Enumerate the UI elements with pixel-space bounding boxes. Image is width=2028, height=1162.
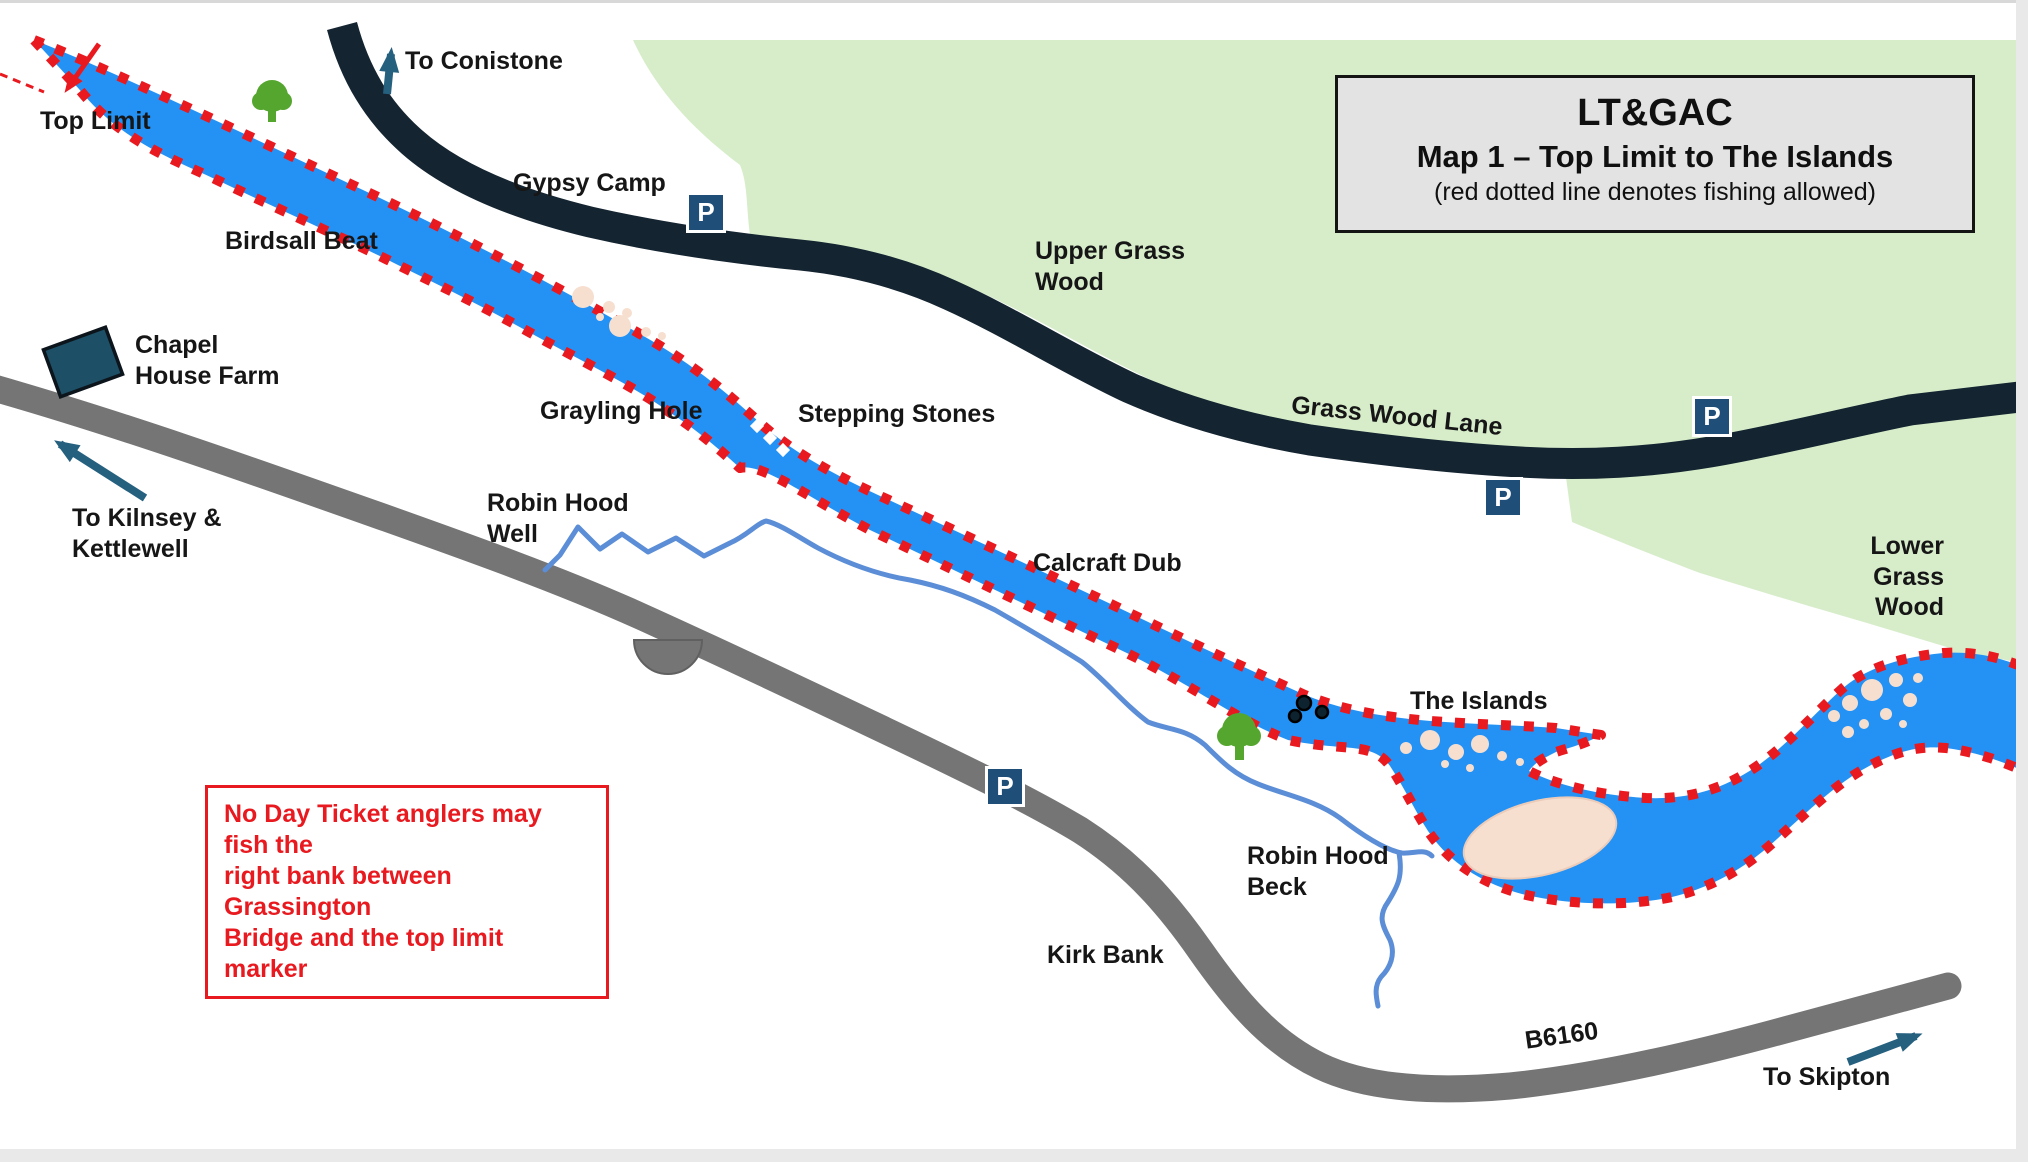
to-kilnsey-arrow [54,440,148,502]
stepping-stones-icon [749,418,791,458]
label-calcraft-dub: Calcraft Dub [1033,549,1182,577]
parking-kirk-bank-icon: P [985,766,1025,807]
beck-branch-stream [1373,850,1403,1009]
chapel-house-farm-building [41,324,125,400]
label-the-islands: The Islands [1410,687,1548,715]
label-stepping-stones: Stepping Stones [798,400,996,428]
label-to-skipton: To Skipton [1763,1063,1891,1091]
label-robin-hood-beck: Robin Hood Beck [1247,842,1389,901]
label-grayling-hole: Grayling Hole [540,397,703,425]
label-upper-grass-wood: Upper Grass Wood [1035,237,1186,296]
map-title: Map 1 – Top Limit to The Islands [1416,139,1894,174]
title-box: LT&GAC Map 1 – Top Limit to The Islands … [1335,75,1975,233]
to-skipton-arrow [1846,1032,1923,1066]
day-ticket-note: No Day Ticket anglers may fish the right… [205,785,609,999]
label-birdsall-beat: Birdsall Beat [225,227,378,255]
tree-icon [1217,713,1261,760]
b6160-road [0,375,1962,1103]
gravel-lower-reach [1828,673,1923,738]
label-to-kilnsey-kettlewell: To Kilnsey & Kettlewell [72,504,222,563]
label-to-conistone: To Conistone [405,47,563,75]
top-limit-marker-arrow [64,42,102,93]
to-conistone-arrow [379,47,400,95]
gravel-the-islands [1400,730,1524,772]
robin-hood-beck-stream [542,518,1435,859]
tree-icon [252,80,292,122]
gravel-birdsall [572,286,666,340]
page-edge-top [0,0,2028,3]
river-wharfe [29,35,2028,909]
bank-line-continuation [0,72,45,94]
rocks-icon [1287,694,1330,724]
parking-gypsy-camp-icon: P [686,192,726,233]
page-edge-right [2016,0,2028,1162]
label-gypsy-camp: Gypsy Camp [513,169,666,197]
road-layby [632,639,704,675]
parking-lower-wood-icon: P [1483,477,1523,518]
parking-grass-wood-lane-icon: P [1692,396,1732,437]
grass-wood-lane-road [327,21,2028,480]
label-chapel-house-farm: Chapel House Farm [135,331,280,390]
big-island [1462,796,1618,880]
label-robin-hood-well: Robin Hood Well [487,489,629,548]
label-lower-grass-wood: Lower Grass Wood [1870,532,1944,621]
legend-note: (red dotted line denotes fishing allowed… [1434,178,1876,206]
label-top-limit: Top Limit [40,107,151,135]
page-edge-bottom [0,1149,2028,1162]
club-name: LT&GAC [1577,92,1733,134]
label-kirk-bank: Kirk Bank [1047,941,1164,969]
